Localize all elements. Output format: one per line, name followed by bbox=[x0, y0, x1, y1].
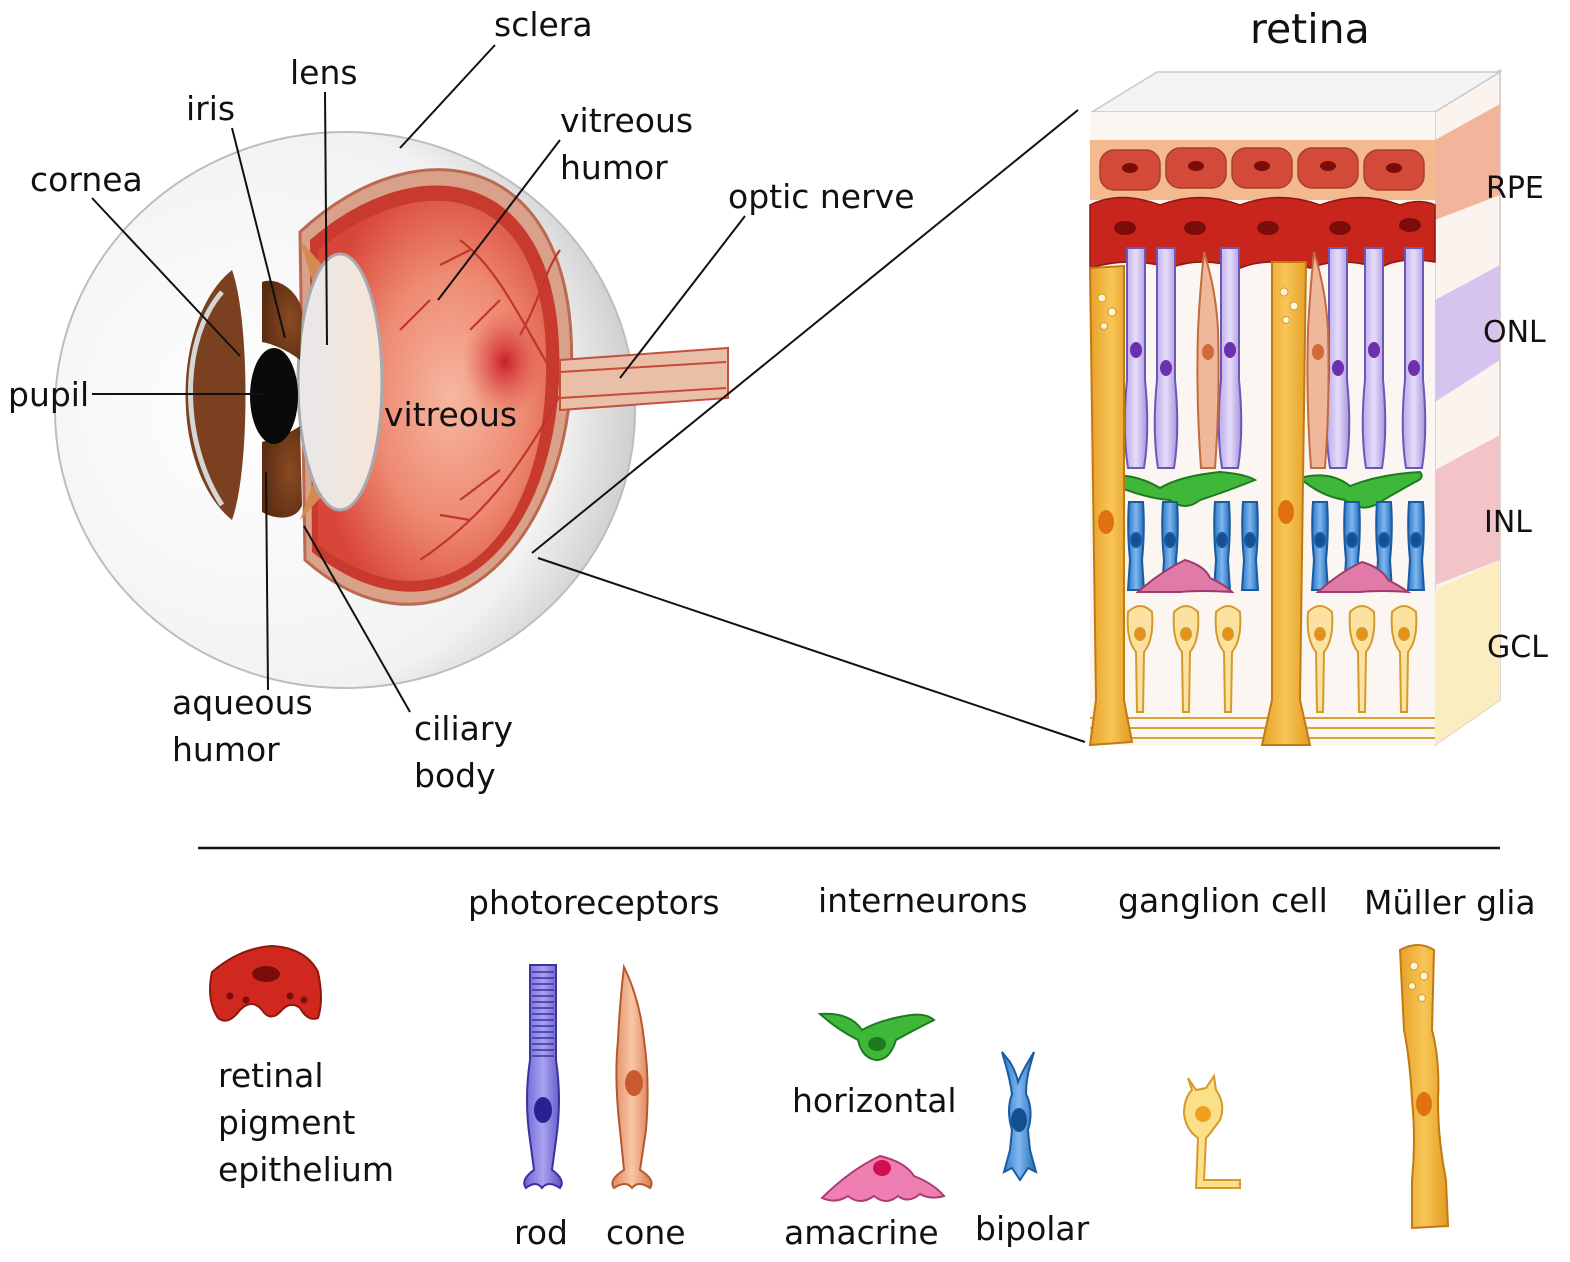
cornea-surface bbox=[188, 290, 225, 507]
nerve-fiber-layer bbox=[1090, 717, 1435, 739]
side-gcl bbox=[1435, 560, 1500, 745]
ganglion-nucleus bbox=[1314, 627, 1326, 641]
bipolar-nucleus bbox=[1216, 532, 1228, 548]
muller-glia-icon bbox=[1398, 944, 1450, 1230]
fovea-spot bbox=[463, 307, 547, 417]
layer-label-inl: INL bbox=[1484, 505, 1533, 540]
horizontal-cells-row bbox=[1095, 470, 1423, 509]
legend-group-photoreceptors: photoreceptors bbox=[468, 883, 720, 922]
label-pupil: pupil bbox=[8, 375, 90, 414]
ganglion-cells-row bbox=[1126, 605, 1418, 713]
legend-label-amacrine: amacrine bbox=[784, 1213, 939, 1252]
legend-group-ganglion: ganglion cell bbox=[1118, 881, 1328, 920]
vitreous-body bbox=[318, 200, 547, 581]
label-aqueous-humor: aqueous humor bbox=[172, 683, 313, 769]
muller-vacuoles bbox=[1097, 287, 1299, 330]
bipolar-cell-icon bbox=[1001, 1051, 1038, 1182]
bipolar-nucleus bbox=[1346, 532, 1358, 548]
ganglion-cell bbox=[1126, 605, 1154, 713]
bipolar-nucleus bbox=[1314, 532, 1326, 548]
layer-label-gcl: GCL bbox=[1487, 630, 1548, 665]
ganglion-nucleus bbox=[1398, 627, 1410, 641]
optic-nerve bbox=[559, 346, 729, 412]
leader-lines bbox=[91, 44, 1086, 743]
cone-nucleus bbox=[1312, 344, 1324, 360]
ganglion-cell bbox=[1172, 605, 1200, 713]
rod-cell bbox=[1401, 247, 1427, 469]
bipolar-nucleus bbox=[1130, 532, 1142, 548]
label-lens: lens bbox=[290, 53, 358, 92]
rod-nucleus bbox=[1408, 360, 1420, 376]
rod-cell bbox=[1153, 247, 1179, 469]
cone-nucleus bbox=[1202, 344, 1214, 360]
legend-label-bipolar: bipolar bbox=[975, 1209, 1090, 1248]
photoreceptor-layer bbox=[1123, 247, 1427, 469]
retinal-vessels bbox=[399, 239, 561, 561]
side-inl bbox=[1435, 435, 1500, 585]
retina-top-face bbox=[1089, 71, 1503, 113]
legend-label-cone: cone bbox=[606, 1213, 686, 1252]
optic-nerve-vessel bbox=[559, 361, 727, 399]
iris-lower bbox=[262, 426, 302, 518]
ganglion-nucleus bbox=[1180, 627, 1192, 641]
ganglion-cell bbox=[1348, 605, 1376, 713]
ganglion-cell bbox=[1306, 605, 1334, 713]
rod-cell bbox=[1325, 247, 1351, 469]
bipolar-nucleus bbox=[1164, 532, 1176, 548]
cone-cell-icon bbox=[611, 963, 653, 1190]
label-vitreous: vitreous bbox=[384, 395, 518, 434]
retina-block bbox=[1088, 68, 1503, 747]
rpe-cell-icon bbox=[209, 944, 322, 1022]
rod-nucleus bbox=[1160, 360, 1172, 376]
amacrine-cells-row bbox=[1135, 558, 1412, 594]
ganglion-cell bbox=[1390, 605, 1418, 713]
rod-nucleus bbox=[1332, 360, 1344, 376]
side-onl bbox=[1435, 265, 1500, 402]
label-cornea: cornea bbox=[30, 160, 143, 199]
legend-label-rpe: retinal pigment epithelium bbox=[218, 1056, 394, 1189]
bipolar-cells-row bbox=[1126, 501, 1426, 591]
amacrine-cell-icon bbox=[820, 1154, 946, 1202]
ganglion-nucleus bbox=[1222, 627, 1234, 641]
label-iris: iris bbox=[186, 89, 236, 128]
lens bbox=[296, 252, 384, 512]
bipolar-nucleus bbox=[1410, 532, 1422, 548]
legend-label-horizontal: horizontal bbox=[792, 1081, 957, 1120]
iris-upper bbox=[262, 280, 302, 360]
ganglion-nucleus bbox=[1134, 627, 1146, 641]
bipolar-nucleus bbox=[1378, 532, 1390, 548]
rod-nucleus bbox=[1368, 342, 1380, 358]
pupil bbox=[250, 348, 298, 444]
label-sclera: sclera bbox=[494, 5, 593, 44]
rod-nucleus bbox=[1224, 342, 1236, 358]
rpe-nuclei bbox=[1114, 161, 1421, 235]
eye-cross-section bbox=[54, 131, 729, 689]
horizontal-cell-icon bbox=[817, 1012, 936, 1062]
retina-title: retina bbox=[1250, 5, 1370, 53]
rod-cell-icon bbox=[523, 964, 563, 1190]
side-rpe bbox=[1435, 104, 1500, 220]
label-ciliary-body: ciliary body bbox=[414, 709, 513, 795]
label-vitreous-humor: vitreous humor bbox=[560, 101, 694, 187]
rod-nucleus bbox=[1130, 342, 1142, 358]
legend-group-interneurons: interneurons bbox=[818, 881, 1028, 920]
legend-group-muller: Müller glia bbox=[1364, 883, 1536, 922]
ganglion-cell-icon bbox=[1182, 1073, 1241, 1189]
bipolar-nucleus bbox=[1244, 532, 1256, 548]
ganglion-nucleus bbox=[1356, 627, 1368, 641]
label-optic-nerve: optic nerve bbox=[728, 177, 915, 216]
muller-nuclei bbox=[1098, 500, 1294, 534]
layer-label-onl: ONL bbox=[1483, 315, 1546, 350]
legend-label-rod: rod bbox=[514, 1213, 568, 1252]
ganglion-cell bbox=[1214, 605, 1242, 713]
layer-label-rpe: RPE bbox=[1486, 171, 1544, 206]
